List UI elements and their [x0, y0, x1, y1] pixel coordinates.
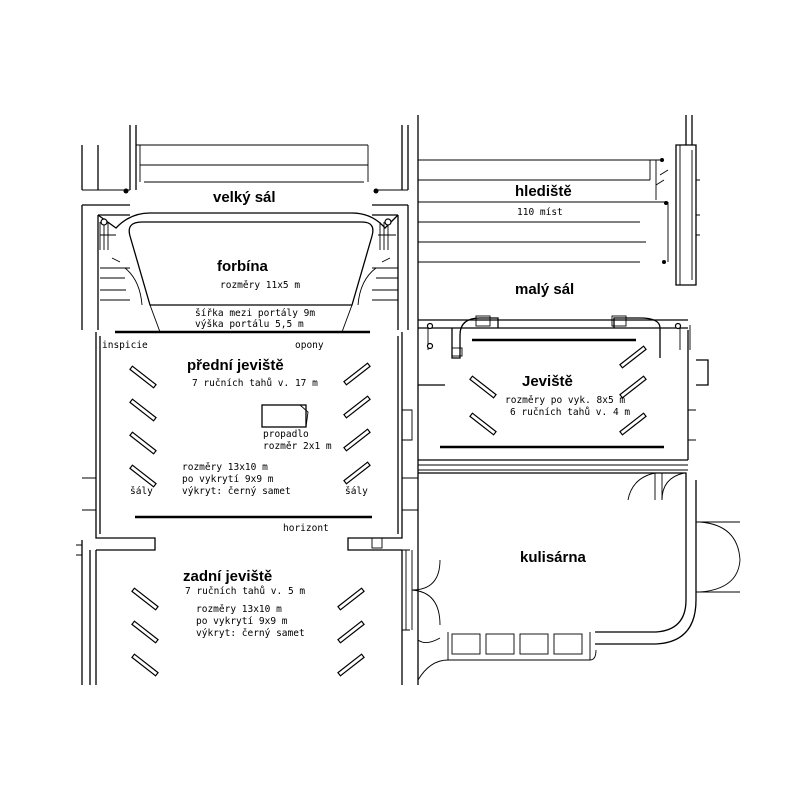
zadni-vykryti: po vykrytí 9x9 m: [196, 616, 288, 627]
predni-rozmery: rozměry 13x10 m: [182, 462, 268, 473]
velky-sal-area: [81, 125, 409, 194]
velky-sal-label: velký sál: [213, 189, 276, 206]
zadni-rozmery: rozměry 13x10 m: [196, 604, 282, 615]
predni-jeviste-label: přední jeviště: [187, 357, 284, 374]
saly-left-label: šály: [130, 486, 153, 497]
zadni-vykryt: výkryt: černý samet: [196, 628, 305, 639]
saly-right-label: šály: [345, 486, 368, 497]
predni-jeviste-tahy: 7 ručních tahů v. 17 m: [192, 378, 318, 389]
zadni-jeviste-tahy: 7 ručních tahů v. 5 m: [185, 586, 305, 597]
portal-height: výška portálu 5,5 m: [195, 319, 304, 330]
kulisarna-area: [405, 464, 741, 681]
predni-vykryt: výkryt: černý samet: [182, 486, 291, 497]
predni-jeviste-battens-right: [343, 362, 371, 485]
horizont-label: horizont: [283, 523, 329, 534]
zadni-jeviste-label: zadní jeviště: [183, 568, 272, 585]
forbina-size: rozměry 11x5 m: [220, 280, 300, 291]
portal-width: šířka mezi portály 9m: [195, 308, 315, 319]
hlediste-capacity: 110 míst: [517, 207, 563, 218]
propadlo-label: propadlo: [263, 429, 309, 440]
zadni-jeviste-battens: [131, 587, 365, 677]
forbina-label: forbína: [217, 258, 268, 275]
forbina-area: [81, 204, 409, 334]
jeviste-tahy: 6 ručních tahů v. 4 m: [510, 407, 630, 418]
maly-sal-area: [417, 315, 709, 471]
propadlo-size: rozměr 2x1 m: [263, 441, 332, 452]
maly-sal-battens: [469, 345, 647, 436]
inspicie-label: inspicie: [102, 340, 148, 351]
jeviste-label: Jeviště: [522, 373, 573, 390]
kulisarna-label: kulisárna: [520, 549, 587, 566]
predni-jeviste-area: [82, 332, 419, 551]
propadlo-trapdoor: [261, 404, 309, 428]
predni-jeviste-battens-left: [129, 365, 157, 488]
opony-label: opony: [295, 340, 324, 351]
maly-sal-label: malý sál: [515, 281, 574, 298]
hlediste-label: hlediště: [515, 183, 572, 200]
jeviste-rozmery: rozměry po vyk. 8x5 m: [505, 395, 625, 406]
predni-vykryti: po vykrytí 9x9 m: [182, 474, 274, 485]
